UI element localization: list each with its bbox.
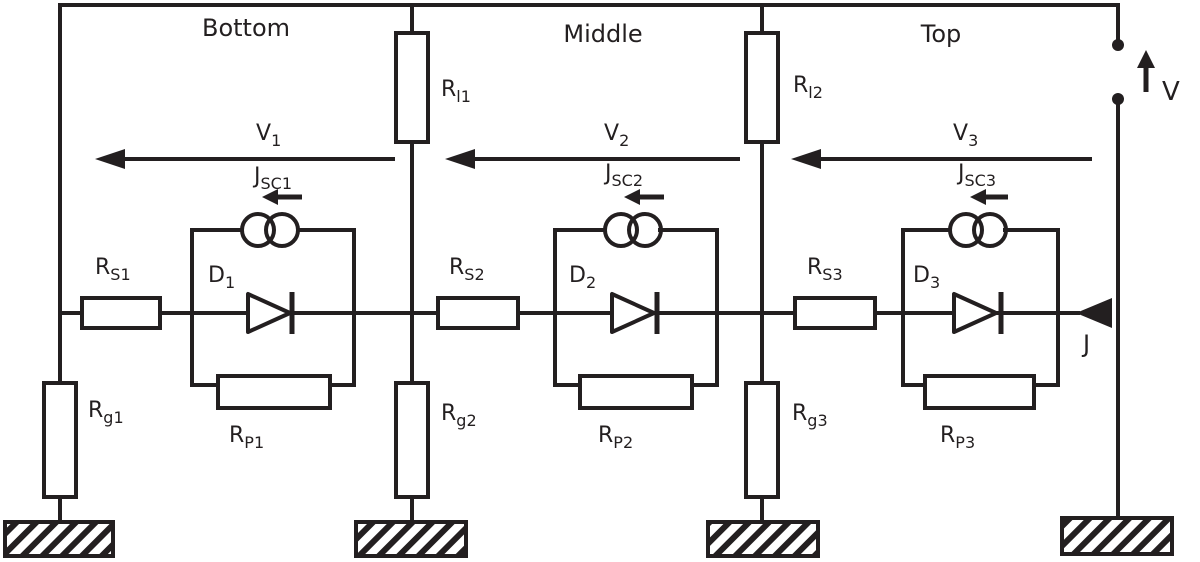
terminal-current-arrow [1076, 298, 1112, 328]
ground-3 [706, 520, 820, 558]
resistor-rs1 [80, 296, 162, 330]
label-rg3: Rg3 [792, 401, 828, 430]
diode-2 [610, 292, 660, 334]
ground-1 [3, 520, 115, 558]
terminal-contacts [1112, 39, 1124, 105]
resistor-rg3 [744, 381, 780, 499]
label-rp1: RP1 [229, 423, 264, 452]
diode-3 [952, 292, 1004, 334]
label-rs1: RS1 [95, 255, 131, 284]
label-jsc3: JSC3 [956, 161, 996, 190]
label-d2: D2 [569, 263, 596, 292]
label-rp2: RP2 [598, 423, 633, 452]
resistor-rl1 [394, 31, 430, 144]
label-d3: D3 [913, 263, 940, 292]
current-source-3 [948, 212, 1008, 248]
resistor-rp1 [216, 374, 332, 410]
current-arrow-jsc2 [624, 189, 664, 205]
resistor-rl2 [744, 31, 780, 144]
label-rl1: Rl1 [441, 77, 471, 106]
current-arrow-jsc3 [970, 189, 1008, 205]
section-title-bottom: Bottom [202, 14, 290, 42]
label-d1: D1 [208, 263, 235, 292]
resistor-rp2 [578, 374, 694, 410]
label-terminal-v: V [1162, 77, 1180, 107]
ground-4 [1060, 516, 1174, 556]
label-rg1: Rg1 [88, 398, 124, 427]
resistor-rp3 [923, 374, 1036, 410]
resistor-rg2 [394, 381, 430, 499]
current-source-2 [603, 212, 663, 248]
label-rl2: Rl2 [793, 73, 823, 102]
label-v3: V3 [953, 121, 978, 150]
label-rp3: RP3 [940, 423, 975, 452]
label-rg2: Rg2 [441, 401, 477, 430]
current-arrow-jsc1 [262, 189, 302, 205]
label-v2: V2 [604, 121, 629, 150]
section-title-middle: Middle [563, 20, 642, 48]
terminal-voltage-arrow [1137, 50, 1155, 92]
current-source-1 [240, 212, 300, 248]
voltage-arrow-2 [445, 149, 740, 169]
label-rs3: RS3 [807, 255, 843, 284]
resistor-rs2 [436, 296, 520, 330]
resistor-rg1 [42, 381, 78, 499]
section-title-top: Top [920, 20, 962, 48]
voltage-arrow-1 [95, 149, 395, 169]
label-rs2: RS2 [449, 255, 485, 284]
label-v1: V1 [256, 121, 281, 150]
label-jsc2: JSC2 [603, 161, 643, 190]
ground-2 [354, 520, 468, 558]
label-terminal-j: J [1081, 330, 1090, 358]
label-jsc1: JSC1 [252, 164, 292, 193]
resistor-rs3 [793, 296, 877, 330]
voltage-arrow-3 [791, 149, 1092, 169]
diode-1 [246, 292, 295, 334]
